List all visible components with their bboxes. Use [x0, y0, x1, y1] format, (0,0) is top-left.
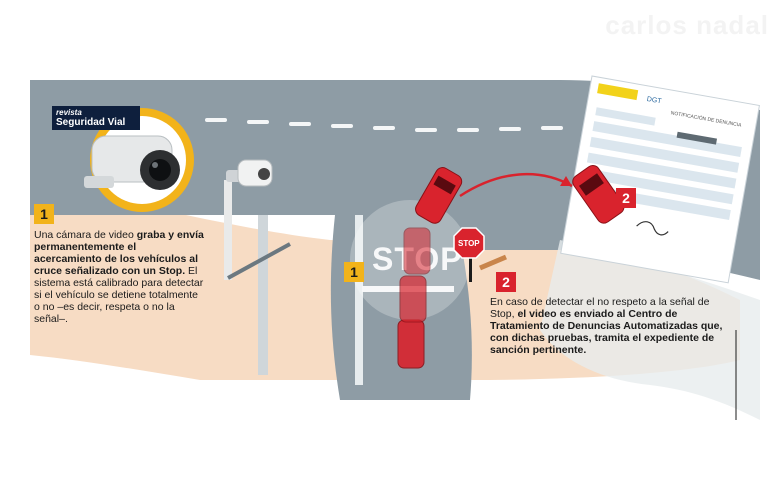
step1-text-a: Una cámara de video: [34, 229, 137, 241]
street-camera: [224, 159, 291, 280]
notice-brand: DGT: [646, 96, 662, 106]
logo-line-2: Seguridad Vial: [56, 117, 126, 128]
step2-text-a: En caso de detectar el no respeto a la s…: [490, 296, 710, 320]
watermark: carlos nadal: [605, 10, 769, 40]
turning-car: [415, 167, 463, 224]
road-edge-left: [258, 215, 268, 375]
camera-closeup: [84, 108, 194, 212]
step1-badge: 1: [34, 204, 54, 224]
car-column: [397, 227, 431, 369]
step2-text-b: el video es enviado al Centro de Tratami…: [490, 308, 723, 356]
step1-text-c: El sistema está calibrado para detectar …: [34, 265, 204, 325]
step1-text-b: graba y envía permanentemente el acercam…: [34, 229, 204, 277]
lane-dashes: [205, 118, 605, 132]
trajectory-arrow: [459, 172, 573, 198]
logo-line-1: revista: [56, 108, 82, 117]
notice-document: DGT NOTIFICACIÓN DE DENUNCIA: [560, 75, 760, 284]
scene-badge-two-right: 2: [616, 188, 636, 208]
publication-logo: revista Seguridad Vial: [52, 106, 140, 130]
trajectory-arrowhead: [560, 176, 572, 186]
road-edge-center: [355, 215, 363, 385]
step1-description: Una cámara de video graba y envía perman…: [34, 229, 204, 325]
stop-sign: STOP: [453, 227, 507, 282]
exit-car: [572, 165, 625, 224]
scene-badge-one: 1: [344, 262, 364, 282]
right-light-area: [540, 240, 760, 420]
step2-description: En caso de detectar el no respeto a la s…: [490, 296, 730, 356]
stop-sign-label: STOP: [458, 239, 480, 248]
scene-badge-two-left: 2: [496, 272, 516, 292]
